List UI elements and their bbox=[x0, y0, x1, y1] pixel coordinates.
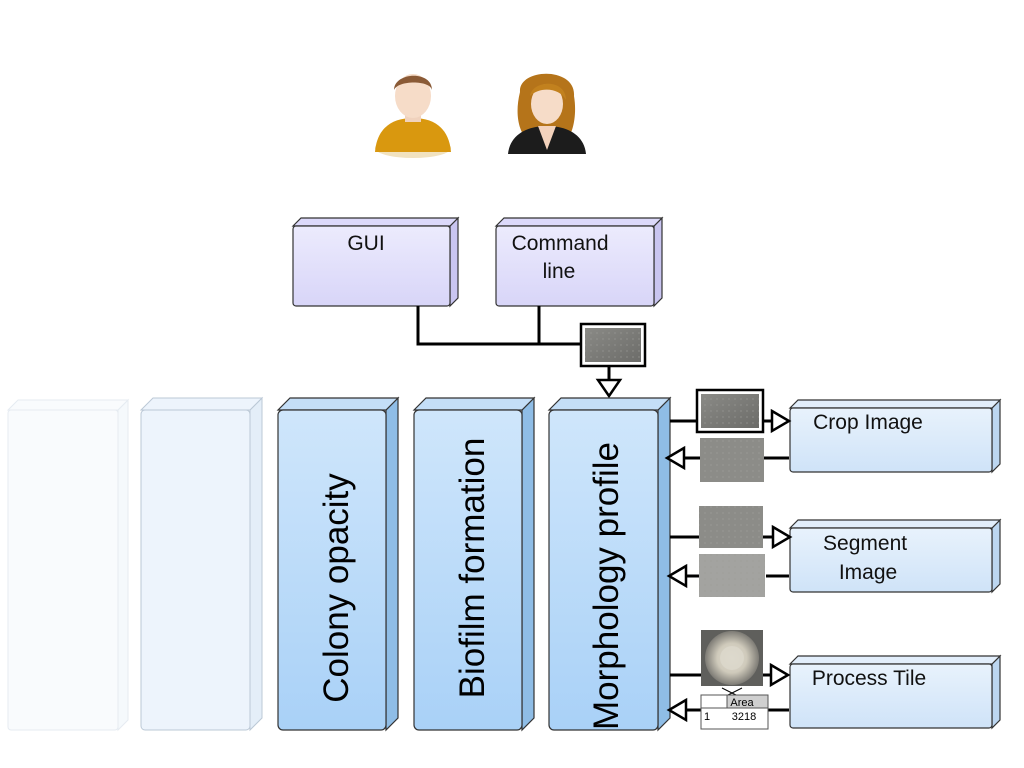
tile-output-connector bbox=[670, 662, 791, 688]
process-tile-box: Process Tile bbox=[788, 654, 1002, 730]
command-line-box: Command line bbox=[494, 216, 664, 308]
segment-input-image bbox=[699, 506, 763, 548]
faded-pillar-2 bbox=[139, 396, 264, 732]
biofilm-formation-label: Biofilm formation bbox=[453, 438, 492, 699]
tile-return-connector bbox=[666, 697, 789, 723]
input-arrow-head bbox=[595, 378, 623, 399]
interface-connector bbox=[416, 306, 582, 346]
command-line-label: Command line bbox=[512, 232, 615, 283]
morphology-profile-pillar: Morphology profile bbox=[547, 396, 672, 732]
crop-image-box: Crop Image bbox=[788, 398, 1002, 474]
biofilm-formation-pillar: Biofilm formation bbox=[412, 396, 536, 732]
segment-image-label-line2: Image bbox=[839, 561, 897, 584]
faded-pillar-1 bbox=[6, 398, 130, 732]
female-user-icon bbox=[508, 73, 586, 154]
gui-label: GUI bbox=[347, 232, 384, 255]
command-line-label-line2: line bbox=[543, 260, 576, 283]
input-plate-image bbox=[579, 322, 647, 368]
colony-tile-image bbox=[701, 630, 763, 686]
result-table-row-index: 1 bbox=[704, 711, 710, 723]
result-table-row-value: 3218 bbox=[732, 711, 756, 723]
morphology-profile-label: Morphology profile bbox=[587, 442, 626, 730]
segment-image-label: Segment Image bbox=[823, 532, 913, 584]
cropped-plate-image bbox=[700, 438, 764, 482]
process-tile-label: Process Tile bbox=[812, 667, 926, 690]
crop-image-label: Crop Image bbox=[813, 411, 923, 434]
result-table: Area 1 3218 bbox=[700, 694, 769, 730]
colony-opacity-pillar: Colony opacity bbox=[276, 396, 400, 732]
result-table-header: Area bbox=[730, 697, 754, 709]
segment-image-label-line1: Segment bbox=[823, 532, 907, 555]
male-user-icon bbox=[375, 74, 451, 158]
segment-return-connector bbox=[666, 563, 789, 589]
segment-image-box: Segment Image bbox=[788, 518, 1002, 594]
crop-return-connector bbox=[664, 445, 789, 471]
colony-opacity-label: Colony opacity bbox=[317, 473, 356, 703]
segmented-plate-image bbox=[699, 554, 765, 597]
command-line-label-line1: Command bbox=[512, 232, 609, 255]
segment-output-connector bbox=[670, 524, 793, 550]
gui-box: GUI bbox=[291, 216, 460, 308]
crop-plate-image bbox=[695, 388, 765, 434]
